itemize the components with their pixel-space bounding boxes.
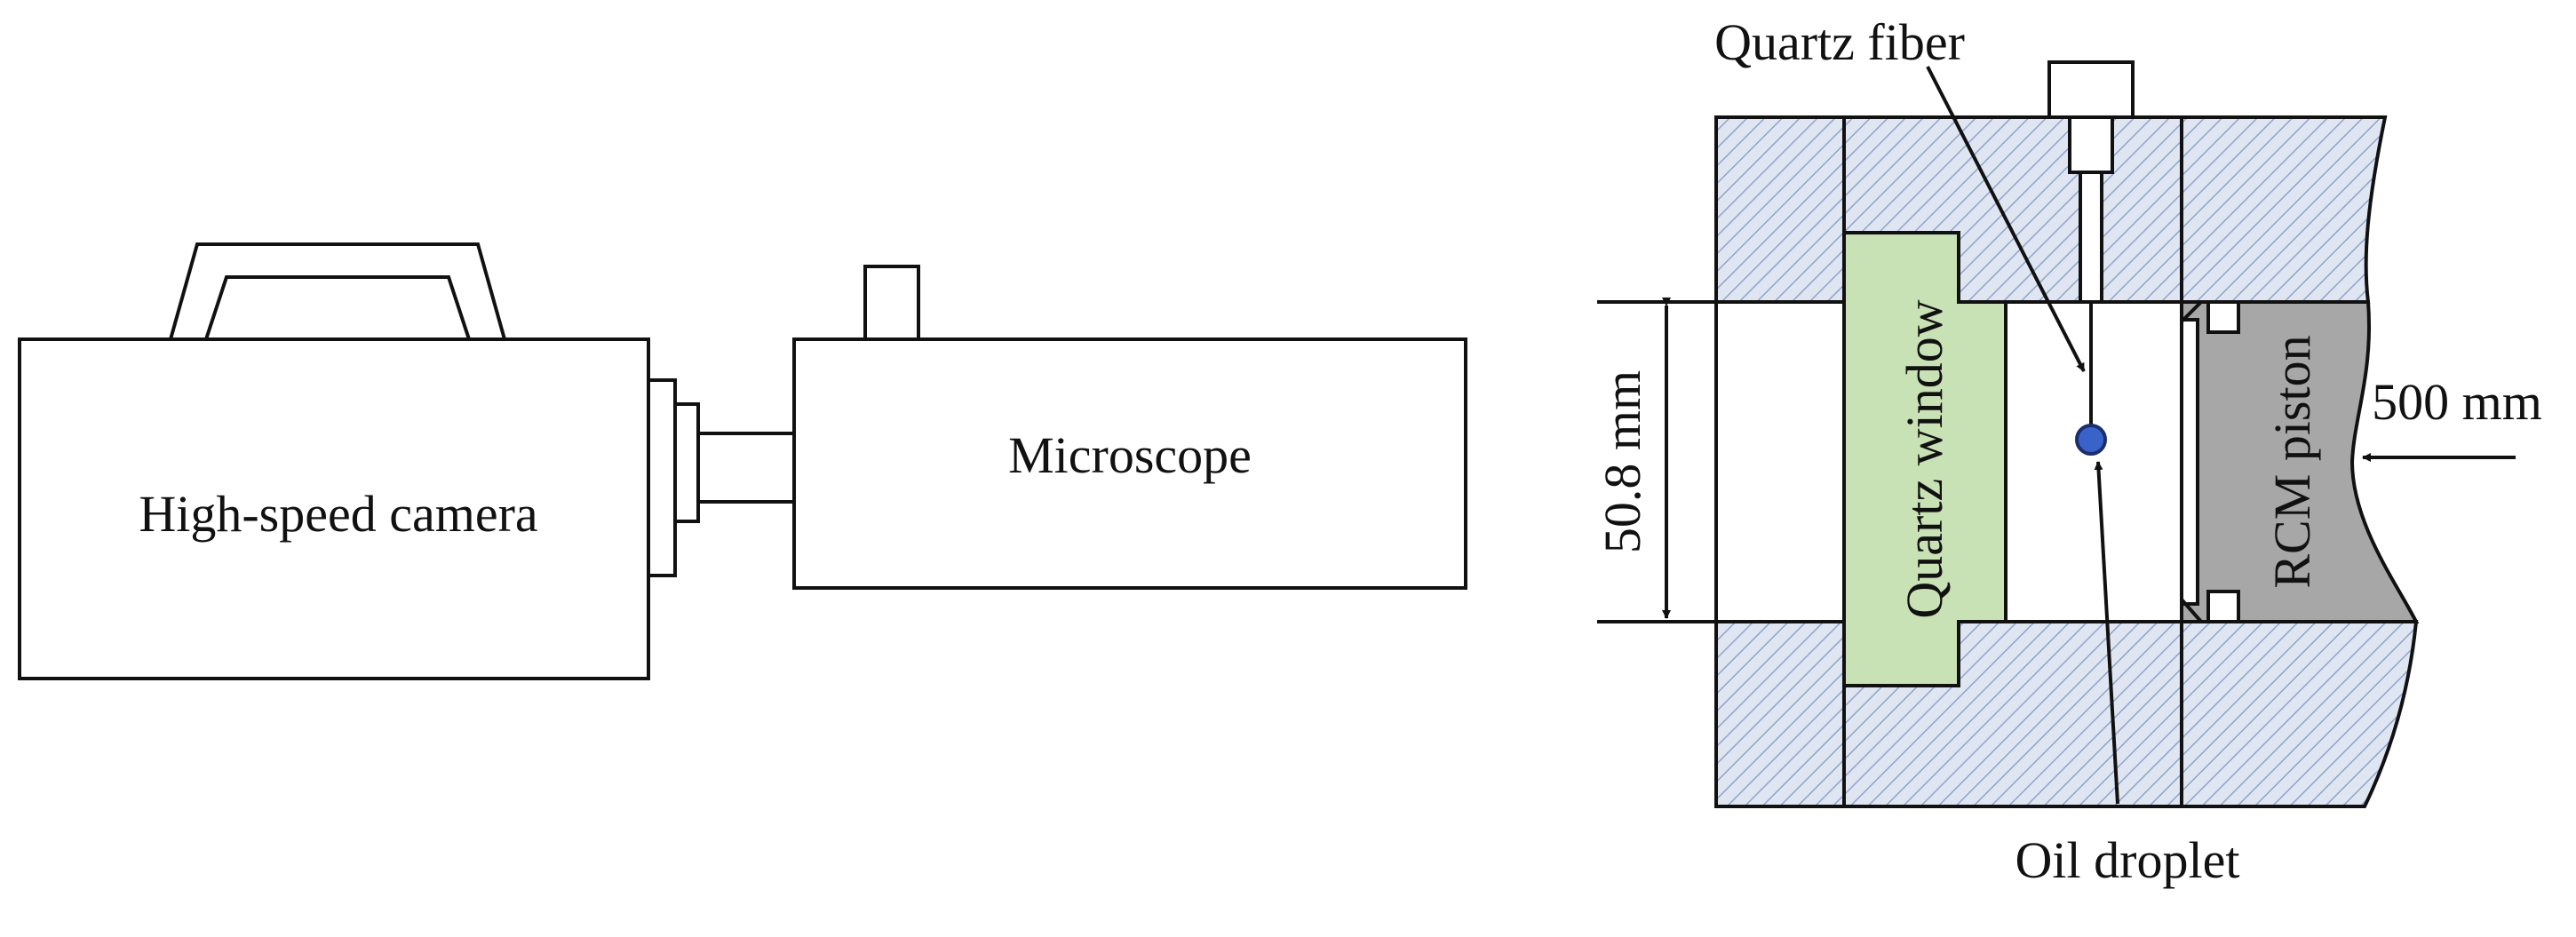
combustion-chamber-bore <box>2004 300 2183 623</box>
camera-microscope-coupler <box>696 432 796 504</box>
microscope-label: Microscope <box>1008 426 1252 484</box>
wall-top-left <box>1714 115 1846 304</box>
rcm-piston-label: RCM piston <box>2263 335 2321 588</box>
wall-top-right <box>2180 115 2388 304</box>
combustion-chamber: Quartz window RCM piston Quartz fiber Oi… <box>1594 13 2542 889</box>
bore-left-opening <box>1714 300 1846 623</box>
microscope-top-knob <box>863 265 920 341</box>
fiber-holder-cap <box>2047 60 2135 119</box>
microscope-body <box>792 337 1467 590</box>
quartz-fiber-label: Quartz fiber <box>1714 13 1965 71</box>
quartz-window-label: Quartz window <box>1896 299 1953 618</box>
bore-dimension-label: 50.8 mm <box>1594 370 1651 553</box>
droplet-leader-arrow <box>2094 461 2119 805</box>
wall-bottom-right <box>2180 620 2419 808</box>
fiber-holder-channel <box>2079 171 2103 304</box>
fiber-leader-arrow <box>1926 66 2086 372</box>
quartz-window <box>1842 231 2008 687</box>
piston-ring-groove-bottom <box>2206 590 2240 623</box>
piston-chamfer <box>2180 300 2203 623</box>
camera-body <box>18 337 650 680</box>
fiber-holder-stem <box>2068 115 2114 174</box>
microscope: Microscope <box>792 265 1467 590</box>
oil-droplet <box>2075 424 2107 456</box>
camera-label: High-speed camera <box>139 485 537 543</box>
wall-bottom-left <box>1714 620 1846 808</box>
camera-lens-ring <box>673 402 700 523</box>
piston-ring-groove-top <box>2206 300 2240 334</box>
rcm-piston <box>2180 300 2420 623</box>
camera-handle <box>169 242 506 340</box>
oil-droplet-label: Oil droplet <box>2015 831 2240 889</box>
camera-lens-mount <box>647 378 677 577</box>
stroke-dimension-label: 500 mm <box>2372 373 2542 431</box>
camera-handle-inner <box>204 275 471 340</box>
high-speed-camera: High-speed camera <box>18 242 700 680</box>
coupler-tube <box>696 432 796 504</box>
